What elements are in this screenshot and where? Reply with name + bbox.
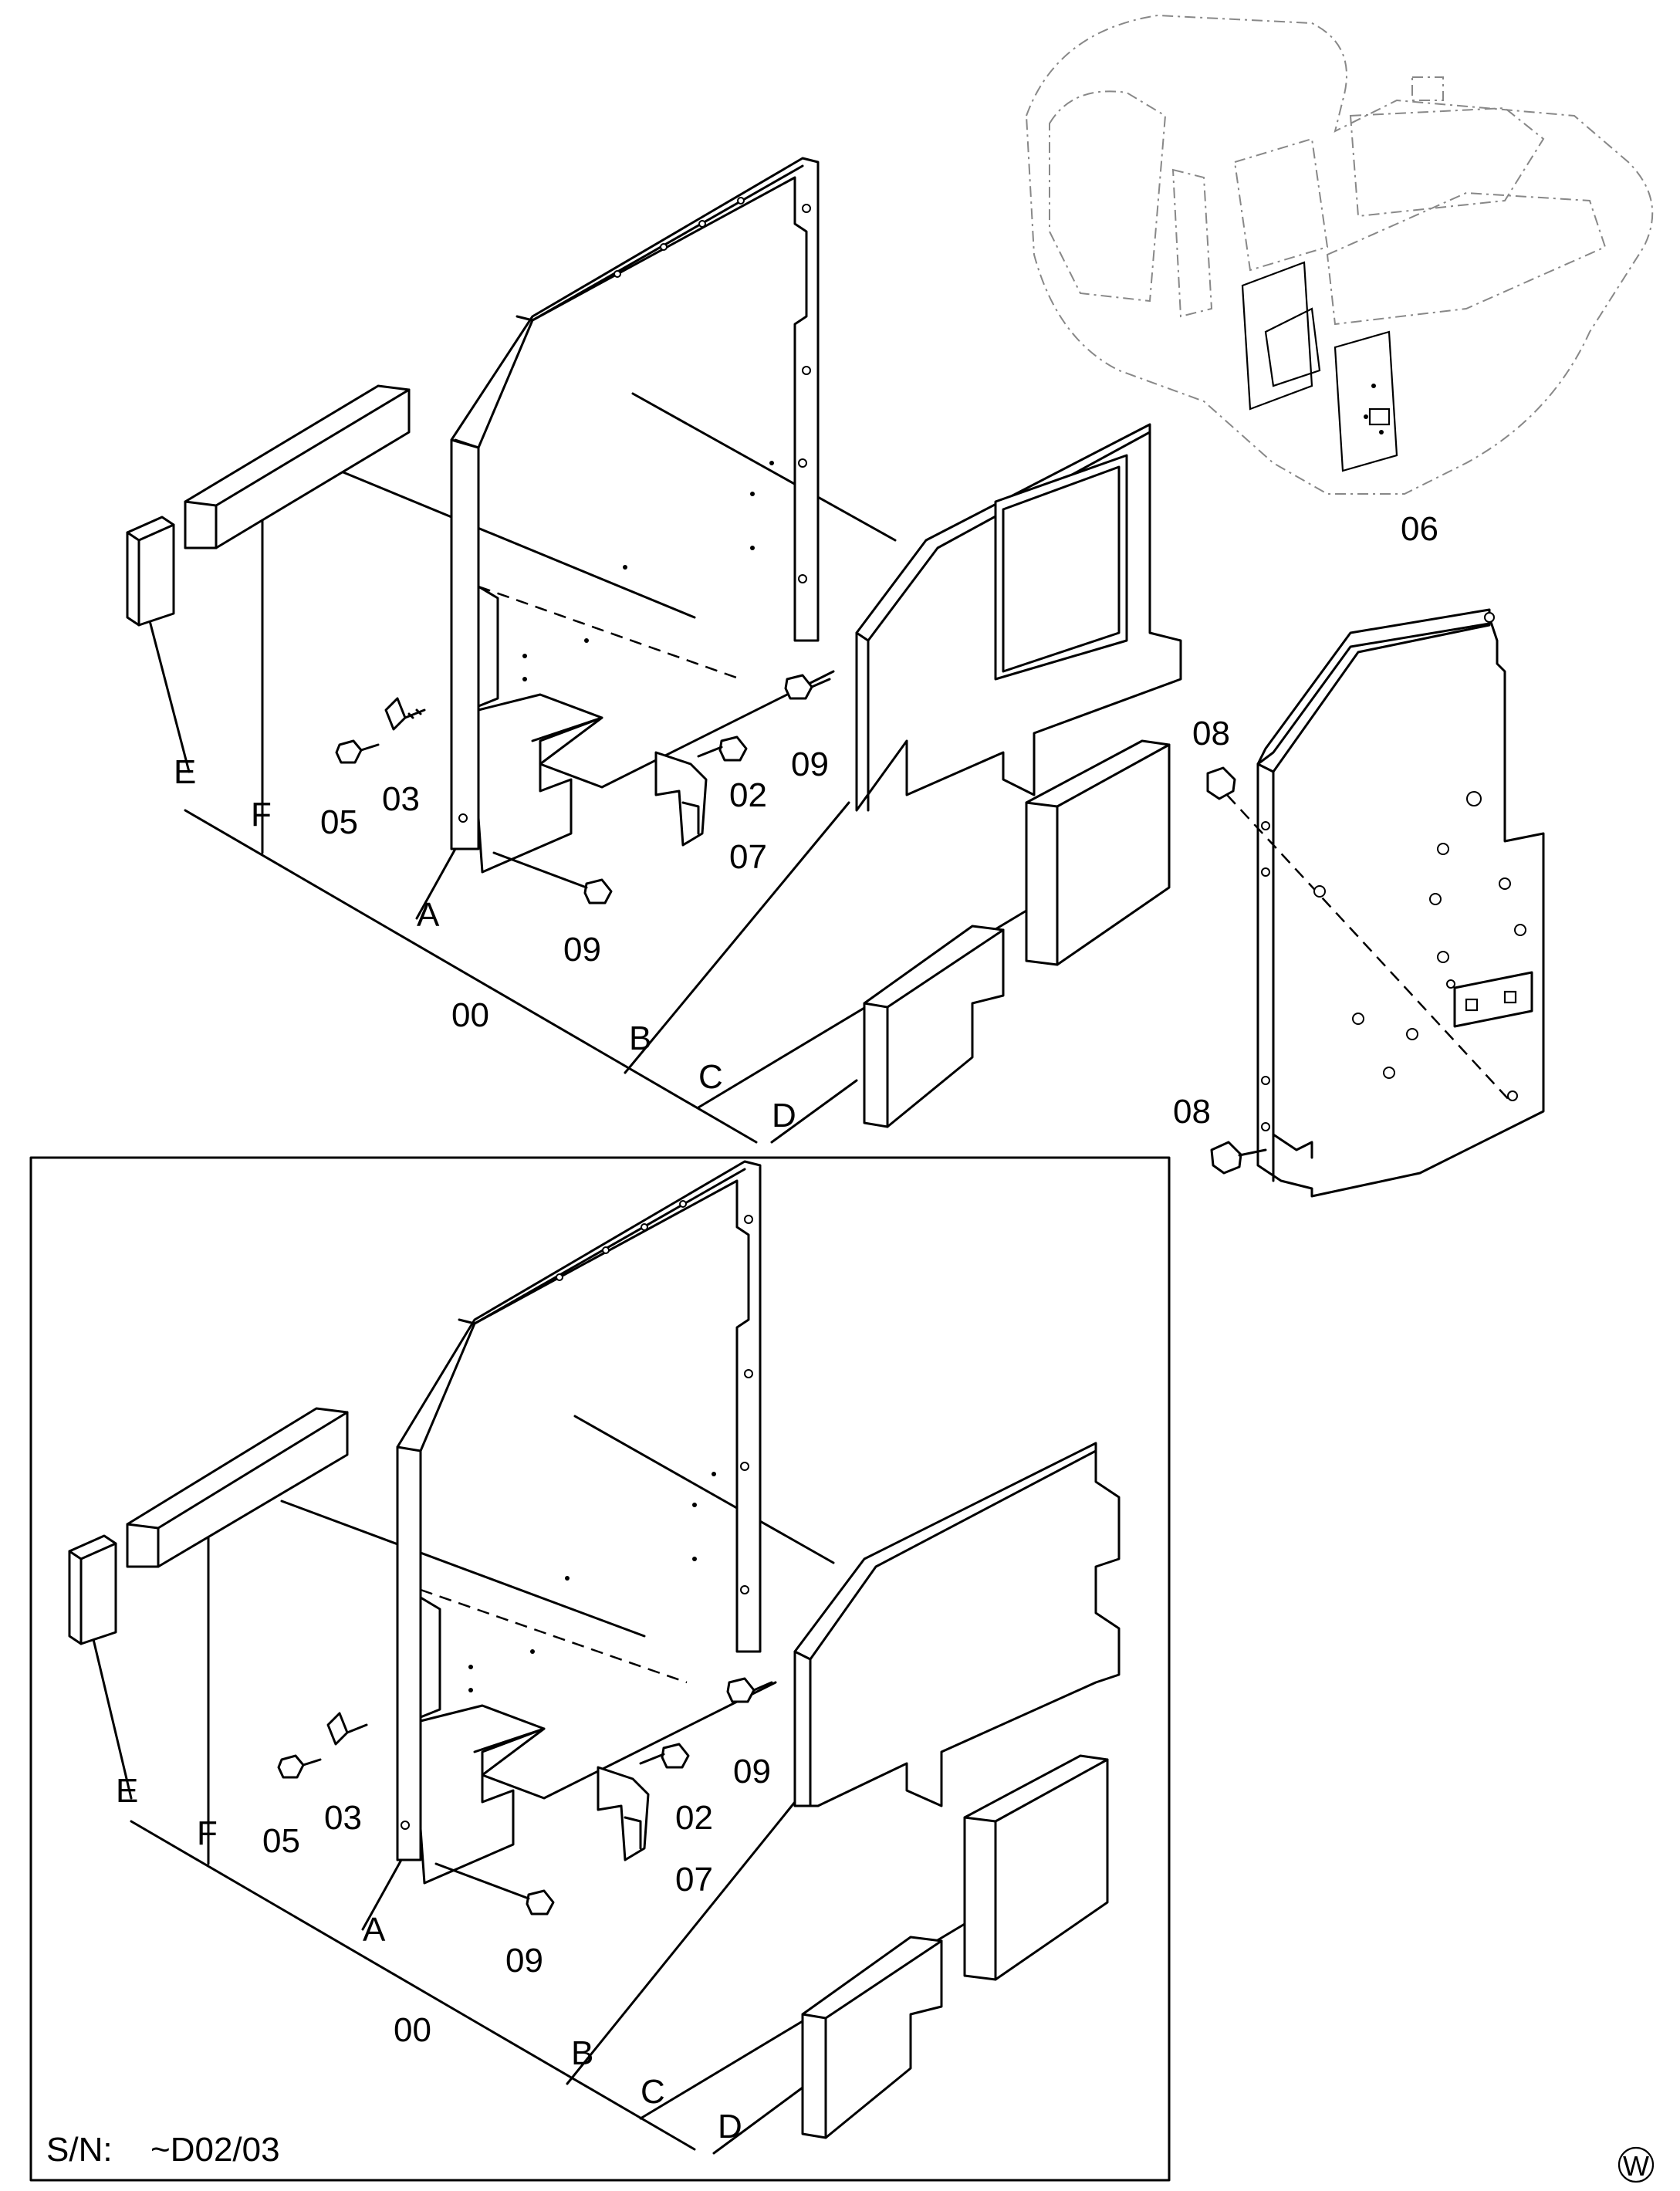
callout-e: E xyxy=(174,753,196,791)
callout-05: 05 xyxy=(320,803,358,841)
callout-f: F xyxy=(197,1814,218,1852)
callout-b: B xyxy=(629,1019,651,1057)
callout-09-upper: 09 xyxy=(791,746,829,783)
top-assembly xyxy=(126,157,1182,1144)
bottom-assembly xyxy=(29,1156,1171,2182)
callout-e: E xyxy=(116,1772,138,1810)
callout-c: C xyxy=(698,1058,723,1096)
serial-label: S/N: xyxy=(46,2131,113,2169)
callouts-bottom: 09 02 07 03 05 09 00 A B C D E F xyxy=(116,1753,771,2145)
serial-number-note: S/N: ~D02/03 xyxy=(46,2131,280,2169)
callout-00: 00 xyxy=(451,996,489,1034)
callout-09-upper: 09 xyxy=(733,1753,771,1790)
callout-a: A xyxy=(363,1911,386,1949)
callout-b: B xyxy=(571,2034,593,2072)
callout-00: 00 xyxy=(394,2011,431,2049)
callout-05: 05 xyxy=(262,1822,300,1860)
callout-02: 02 xyxy=(675,1799,713,1837)
callout-08-upper: 08 xyxy=(1192,715,1230,752)
callout-02: 02 xyxy=(729,776,767,814)
callout-09-lower: 09 xyxy=(563,931,601,969)
callout-c: C xyxy=(641,2073,665,2111)
machine-overview-illustration xyxy=(1025,14,1654,495)
callout-03: 03 xyxy=(324,1799,362,1837)
callout-07: 07 xyxy=(675,1861,713,1899)
callout-d: D xyxy=(772,1097,796,1134)
corner-mark-circle xyxy=(1617,2146,1655,2183)
callout-09-lower: 09 xyxy=(505,1942,543,1980)
callout-06: 06 xyxy=(1401,510,1438,548)
corner-mark: W xyxy=(1617,2146,1655,2183)
callout-a: A xyxy=(417,896,440,934)
corner-mark-letter: W xyxy=(1623,2150,1649,2182)
callout-f: F xyxy=(251,796,272,833)
serial-range: ~D02/03 xyxy=(150,2131,280,2169)
callout-03: 03 xyxy=(382,780,420,818)
callouts-top: 06 08 08 09 02 07 03 05 09 00 A B C D E … xyxy=(174,510,1438,1134)
callout-d: D xyxy=(718,2108,742,2145)
bottom-assembly-frame xyxy=(29,1156,1171,2182)
callout-07: 07 xyxy=(729,838,767,876)
callout-08-lower: 08 xyxy=(1173,1093,1211,1131)
side-panel-assembly-06 xyxy=(1206,608,1545,1198)
